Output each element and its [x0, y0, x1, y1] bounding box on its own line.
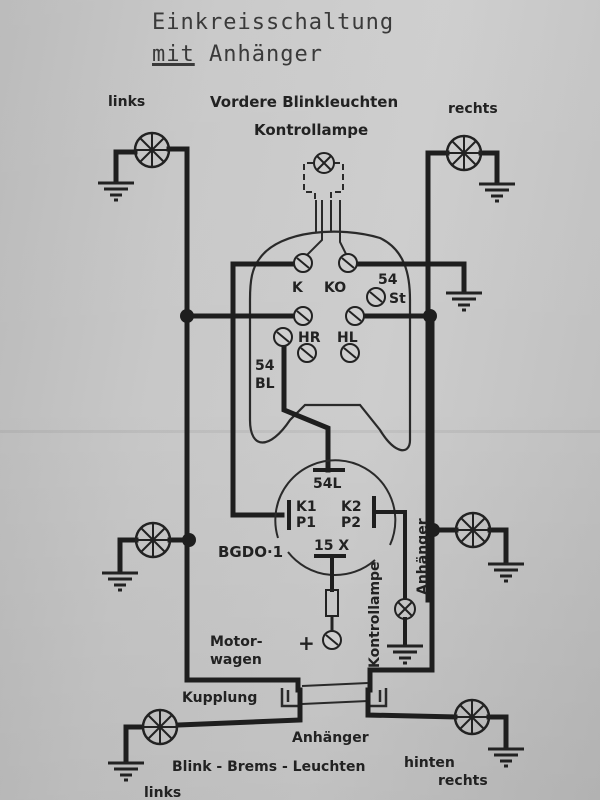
- ground-icon: [486, 747, 526, 768]
- terminal-hr: [297, 343, 317, 363]
- label-rear-left: links: [144, 785, 181, 800]
- ground-icon: [444, 291, 484, 312]
- label-front-right: rechts: [448, 101, 498, 117]
- label-indicator-lamp-vertical: Kontrollampe: [367, 561, 383, 668]
- label-rear-right-1: hinten: [404, 755, 455, 771]
- label-vehicle-line1: Motor-: [210, 634, 263, 650]
- circle-x-lamp-icon: [313, 152, 335, 174]
- turn-switch-housing: [248, 230, 412, 452]
- relay-label-15x: 15 X: [314, 538, 349, 554]
- ground-icon: [477, 182, 517, 203]
- label-hl: HL: [337, 330, 358, 346]
- plus-sign: +: [298, 631, 315, 655]
- label-rear-right-2: rechts: [438, 773, 488, 789]
- circle-x-lamp-icon: [394, 598, 416, 620]
- label-st: St: [389, 291, 406, 307]
- wheel-lamp-icon: [453, 698, 491, 736]
- wheel-lamp-icon: [445, 134, 483, 172]
- battery-plus-terminal: [322, 630, 342, 650]
- relay-label-54l: 54L: [313, 476, 341, 492]
- title-underlined-word: mit: [152, 42, 195, 67]
- terminal-hr-upper: [293, 306, 313, 326]
- label-ko: KO: [324, 280, 346, 296]
- front-indicator-lamp: [303, 152, 349, 259]
- ground-icon: [100, 571, 140, 592]
- label-k: K: [292, 280, 304, 296]
- label-rear-heading: Blink - Brems - Leuchten: [172, 759, 365, 775]
- ground-icon: [106, 761, 146, 782]
- wheel-lamp-icon: [141, 708, 179, 746]
- label-front-left: links: [108, 94, 145, 110]
- label-54-st-number: 54: [378, 272, 398, 288]
- fuse-icon: [325, 589, 339, 617]
- terminal-54bl: [273, 327, 293, 347]
- label-trailer-vertical: Anhänger: [415, 518, 431, 595]
- relay-label-p2: P2: [341, 515, 361, 531]
- ground-icon: [486, 562, 526, 583]
- label-vehicle-line2: wagen: [210, 652, 262, 668]
- mid-left-lamp: [100, 313, 301, 693]
- junction-dot: [426, 523, 440, 537]
- title-line-1: Einkreisschaltung: [152, 10, 395, 35]
- terminal-hl-upper: [345, 306, 365, 326]
- mid-right-lamp: [367, 313, 526, 693]
- front-right-lamp: [425, 134, 517, 603]
- title-word-trailer: Anhänger: [209, 42, 323, 67]
- ground-icon: [385, 644, 425, 665]
- label-indicator-lamp: Kontrollampe: [254, 121, 368, 139]
- relay-label-k2: K2: [341, 499, 362, 515]
- relay-label-k1: K1: [296, 499, 317, 515]
- switch-terminals: [273, 253, 386, 363]
- terminal-ko: [338, 253, 358, 273]
- ground-icon: [96, 181, 136, 202]
- terminal-k: [293, 253, 313, 273]
- label-coupling: Kupplung: [182, 690, 257, 706]
- terminal-54st: [366, 287, 386, 307]
- wheel-lamp-icon: [133, 131, 171, 169]
- label-54-bl-number: 54: [255, 358, 275, 374]
- title-line-2: mit Anhänger: [152, 42, 323, 67]
- wheel-lamp-icon: [454, 511, 492, 549]
- label-hr: HR: [298, 330, 321, 346]
- label-bl: BL: [255, 376, 275, 392]
- coupling: [280, 682, 388, 708]
- label-trailer: Anhänger: [292, 730, 369, 746]
- terminal-hl: [340, 343, 360, 363]
- relay-name: BGDO·1: [218, 543, 283, 561]
- front-left-lamp: [96, 131, 190, 319]
- relay-label-p1: P1: [296, 515, 316, 531]
- junction-dot: [182, 533, 196, 547]
- wheel-lamp-icon: [134, 521, 172, 559]
- paper-fold: [0, 430, 600, 433]
- label-front-heading: Vordere Blinkleuchten: [210, 93, 398, 111]
